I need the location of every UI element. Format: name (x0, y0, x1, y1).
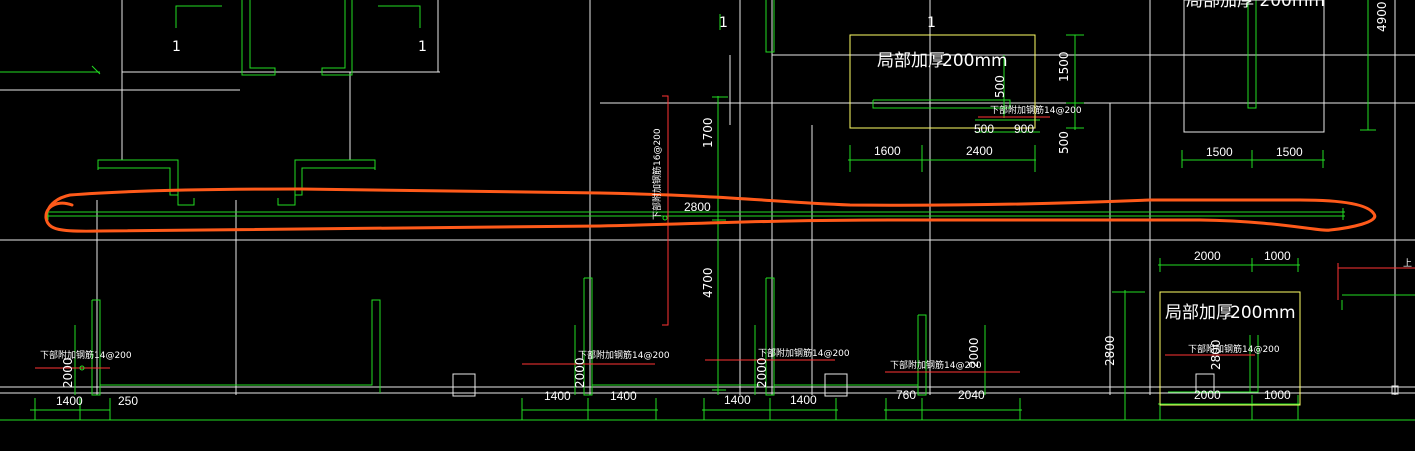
dim-right-2800s: 2800 (1209, 339, 1223, 370)
section-mark-4: 1 (927, 15, 936, 31)
edge-partial-label: 上 (1403, 258, 1412, 269)
rebar-note-3: 下部附加钢筋14@200 (758, 347, 850, 359)
dim-top-900: 900 (1014, 122, 1034, 136)
dim-1700: 1700 (701, 117, 715, 148)
local-thicken-box-bottom (1159, 291, 1301, 406)
dim-b-1400c: 1400 (610, 389, 637, 403)
rebar-note-2: 下部附加钢筋14@200 (578, 349, 670, 361)
dimension-texts: 2800 1700 4700 1600 2400 500 900 500 500… (56, 1, 1389, 408)
annotation-labels: 局部加厚 200mm 局部加厚 200mm 局部加厚 200mm 上 (877, 0, 1412, 323)
dim-right-1000: 1000 (1264, 388, 1291, 402)
dim-top-500b: 500 (1057, 131, 1071, 154)
dim-top-1500b: 1500 (1276, 145, 1303, 159)
local-thicken-value-top: 200mm (942, 51, 1008, 71)
dim-b-1400a: 1400 (56, 394, 83, 408)
rebar-note-top: 下部附加钢筋14@200 (990, 104, 1082, 116)
dim-top-1500v: 1500 (1057, 51, 1071, 82)
dim-top-500v: 500 (993, 75, 1007, 98)
rebar-lines (35, 95, 1415, 373)
dim-b-2040: 2040 (958, 388, 985, 402)
dim-top-4900: 4900 (1375, 1, 1389, 32)
dim-right-2000: 2000 (1194, 388, 1221, 402)
rebar-note-5: 下部附加钢筋14@200 (1188, 343, 1280, 355)
dim-2800: 2800 (684, 200, 711, 214)
dim-node (79, 365, 85, 371)
dim-b-2000d: 2000 (967, 337, 981, 368)
dim-b-250: 250 (118, 394, 138, 408)
dim-right-2800v: 2800 (1103, 335, 1117, 366)
section-mark-3: 1 (719, 15, 728, 31)
rebar-notes: 下部附加钢筋14@200 下部附加钢筋14@200 下部附加钢筋14@200 下… (40, 104, 1280, 371)
grid-lines (0, 0, 1415, 395)
dim-4700: 4700 (701, 267, 715, 298)
dim-mid-2000: 2000 (1194, 249, 1221, 263)
section-marks: 1 1 1 1 (172, 15, 936, 55)
dim-top-2400: 2400 (966, 144, 993, 158)
rebar-note-4: 下部附加钢筋14@200 (890, 359, 982, 371)
dim-top-1500a: 1500 (1206, 145, 1233, 159)
section-mark-1: 1 (172, 39, 181, 55)
orange-highlight-outline (44, 187, 1377, 233)
dim-node (662, 215, 668, 221)
dim-b-1400e: 1400 (790, 393, 817, 407)
dim-b-2000b: 2000 (573, 357, 587, 388)
rebar-note-1: 下部附加钢筋14@200 (40, 349, 132, 361)
dim-b-2000c: 2000 (755, 357, 769, 388)
rebar-note-vertical: 下部附加钢筋16@200 (651, 128, 663, 220)
dim-top-1600: 1600 (874, 144, 901, 158)
dim-top-500a: 500 (974, 122, 994, 136)
dim-mid-1000: 1000 (1264, 249, 1291, 263)
local-thicken-box-top (849, 34, 1036, 129)
local-thicken-value-bottom: 200mm (1230, 303, 1296, 323)
top-right-box (1183, 0, 1325, 133)
dim-b-760: 760 (896, 388, 916, 402)
local-thicken-label-top: 局部加厚 (877, 51, 945, 71)
local-thicken-label-bottom: 局部加厚 (1165, 303, 1233, 323)
top-right-partial-label: 局部加厚 200mm (1186, 0, 1325, 11)
walls-and-dims (0, 0, 1415, 421)
dim-b-1400b: 1400 (544, 389, 571, 403)
dim-b-2000a: 2000 (61, 357, 75, 388)
dim-b-1400d: 1400 (724, 393, 751, 407)
section-mark-2: 1 (418, 39, 427, 55)
